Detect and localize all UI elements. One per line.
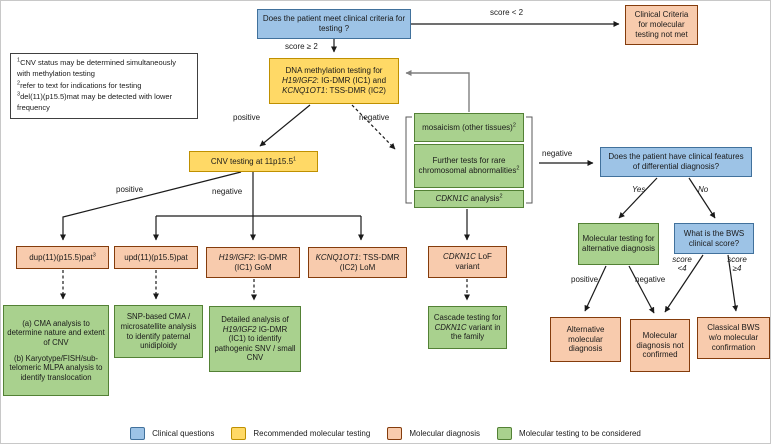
edge-alt-positive [584,265,607,312]
edge-differential-no [688,177,716,219]
cdkn1c-lof-text: CDKN1C LoF variant [443,252,492,271]
label-no: No [698,185,709,194]
diagnosis-not-confirmed-text: Molecular diagnosis not confirmed [636,330,684,360]
label-methylation-positive: positive [233,113,261,122]
box-further-tests: Further tests for rare chromosomal abnor… [414,144,524,188]
box-classical-bws: Classical BWS w/o molecular confirmation [697,317,770,359]
footnote-3: 3del(11)(p15.5)mat may be detected with … [17,91,173,113]
cnv-testing-text: CNV testing at 11p15.51 [210,155,297,166]
legend: Clinical questions Recommended molecular… [1,427,770,440]
dup-text: dup(11)(p15.5)pat3 [29,251,96,262]
box-bws-score-question: What is the BWS clinical score? [674,223,754,254]
label-score-lt-2: score < 2 [490,8,524,17]
footnote-1: 1CNV status may be determined simultaneo… [17,57,176,79]
box-dup: dup(11)(p15.5)pat3 [16,246,109,269]
clinical-criteria-question-text: Does the patient meet clinical criteria … [262,14,406,33]
box-cascade-testing: Cascade testing for CDKN1C variant in th… [428,306,507,349]
box-kcnq-lom: KCNQ1OT1: TSS-DMR (IC2) LoM [308,247,407,278]
cdkn1c-analysis-text: CDKN1C analysis2 [435,193,503,204]
box-snp-cma: SNP-based CMA / microsatellite analysis … [114,305,203,358]
classical-bws-text: Classical BWS w/o molecular confirmation [707,323,760,352]
label-score-ge-2: score ≥ 2 [285,42,318,51]
edge-cnv-positive-to-dup [60,171,242,241]
snp-cma-text: SNP-based CMA / microsatellite analysis … [120,312,197,351]
box-h19-gom: H19/IGF2: IG-DMR (IC1) GoM [206,247,300,278]
label-cnv-negative: negative [212,187,243,196]
box-cdkn1c-lof: CDKN1C LoF variant [428,246,507,278]
box-detailed-analysis: Detailed analysis of H19/IGF2 IG-DMR (IC… [209,306,301,372]
footnotes-box: 1CNV status may be determined simultaneo… [10,53,198,119]
label-alt-negative: negative [635,275,666,284]
bracket-left [405,116,412,204]
bracket-right [526,116,533,204]
bws-score-question-text: What is the BWS clinical score? [683,228,745,248]
cascade-testing-text: Cascade testing for CDKN1C variant in th… [433,313,502,342]
box-alternative-testing: Molecular testing for alternative diagno… [578,223,659,265]
legend-label: Molecular testing to be considered [519,429,641,438]
alternative-diagnosis-text: Alternative molecular diagnosis [566,324,605,354]
box-dna-methylation-testing: DNA methylation testing for H19/IGF2: IG… [269,58,399,104]
legend-swatch-orange [387,427,403,440]
legend-item-recommended-testing: Recommended molecular testing [231,427,370,440]
legend-swatch-blue [130,427,146,440]
box-differential-question: Does the patient have clinical features … [600,147,752,177]
legend-label: Molecular diagnosis [409,429,481,438]
edge-alt-negative [628,265,655,314]
box-clinical-criteria-question: Does the patient meet clinical criteria … [257,9,411,39]
further-tests-text: Further tests for rare chromosomal abnor… [418,156,520,175]
legend-item-molecular-diagnosis: Molecular diagnosis [387,427,480,440]
label-alt-positive: positive [571,275,599,284]
legend-label: Recommended molecular testing [253,429,371,438]
legend-label: Clinical questions [152,429,215,438]
criteria-not-met-text: Clinical Criteria for molecular testing … [634,10,689,39]
edge-methylation-positive [259,104,311,147]
kcnq-lom-text: KCNQ1OT1: TSS-DMR (IC2) LoM [315,252,400,272]
upd-text: upd(11)(p15.5)pat [124,252,188,262]
box-cdkn1c-analysis: CDKN1C analysis2 [414,190,524,208]
box-criteria-not-met: Clinical Criteria for molecular testing … [625,5,698,45]
legend-item-testing-considered: Molecular testing to be considered [497,427,641,440]
box-alternative-diagnosis: Alternative molecular diagnosis [550,317,621,362]
label-cnv-positive: positive [116,185,144,194]
label-methylation-negative: negative [359,113,390,122]
label-group-negative: negative [542,149,573,158]
alternative-testing-text: Molecular testing for alternative diagno… [582,234,655,253]
label-yes: Yes [632,185,646,194]
box-mosaicism: mosaicism (other tissues)2 [414,113,524,142]
legend-swatch-green [497,427,513,440]
detailed-analysis-text: Detailed analysis of H19/IGF2 IG-DMR (IC… [214,314,296,363]
h19-gom-text: H19/IGF2: IG-DMR (IC1) GoM [218,252,288,272]
box-upd: upd(11)(p15.5)pat [114,246,198,269]
box-diagnosis-not-confirmed: Molecular diagnosis not confirmed [630,319,690,372]
cma-analysis-a: (a) CMA analysis to determine nature and… [7,318,105,347]
legend-swatch-yellow [231,427,247,440]
edge-methylation-negative-dashed [351,104,396,150]
box-cnv-testing: CNV testing at 11p15.51 [189,151,318,172]
label-score-ge-4: score ≥4 [727,255,747,274]
footnote-2: 2refer to text for indications for testi… [17,80,142,90]
cma-analysis-b: (b) Karyotype/FISH/sub-telomeric MLPA an… [9,353,103,382]
mosaicism-text: mosaicism (other tissues)2 [422,121,516,132]
differential-question-text: Does the patient have clinical features … [608,152,744,171]
methylation-text: DNA methylation testing for H19/IGF2: IG… [281,66,387,95]
legend-item-clinical-questions: Clinical questions [130,427,214,440]
box-cma-analysis: (a) CMA analysis to determine nature and… [3,305,109,396]
label-score-lt-4: score <4 [672,255,692,274]
edge-differential-yes [618,177,658,219]
edge-group-back-to-methylation [405,70,470,112]
